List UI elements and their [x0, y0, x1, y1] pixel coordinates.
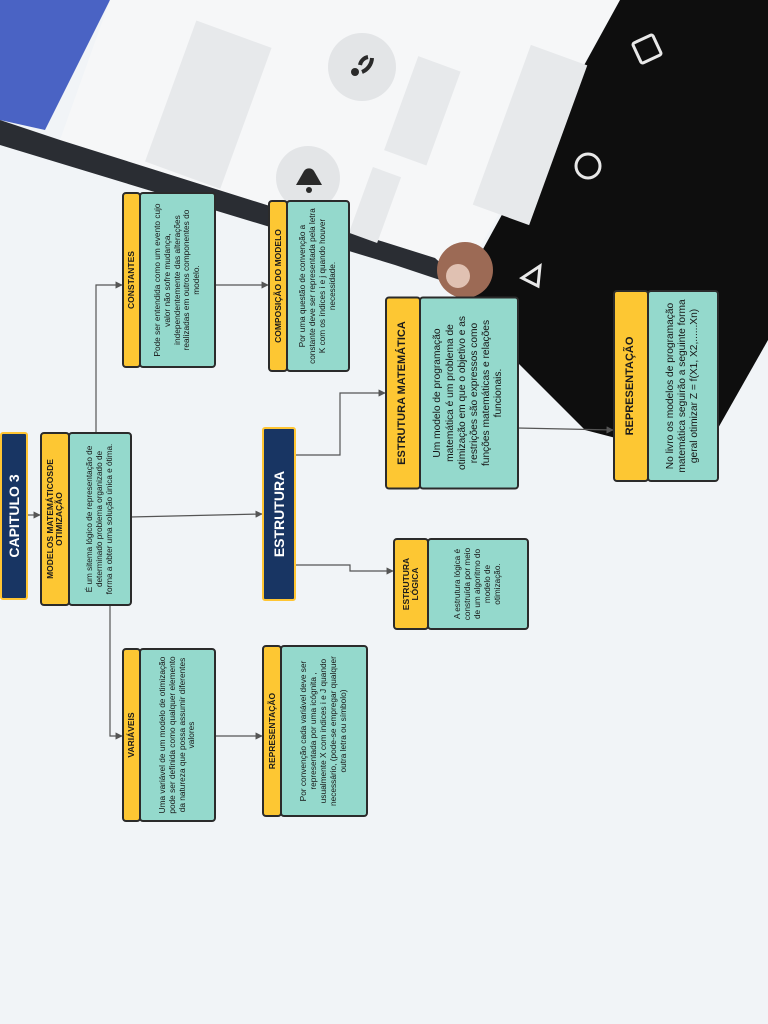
estrutura-matematica-text: Um modelo de programação matemática é um… — [419, 296, 519, 489]
triangle-nav-icon — [519, 262, 542, 289]
edge-models-constantes — [95, 281, 123, 432]
estrutura-logica-node: ESTRUTURA LÓGICA A estrutura lógica é co… — [393, 538, 529, 630]
chapter-title-box: CAPITULO 3 — [0, 432, 28, 600]
edge-matematica-representacao — [516, 426, 614, 434]
phone-blue-header — [0, 0, 110, 130]
edge-estrutura-logica — [295, 564, 394, 575]
estrutura-title: ESTRUTURA — [262, 427, 296, 601]
avatar — [437, 242, 493, 298]
screen-placeholder — [472, 44, 588, 226]
composicao-text: Por uma questão de convenção a constante… — [286, 200, 350, 372]
constantes-node: CONSTANTES Pode ser entendida como um ev… — [122, 192, 216, 368]
estrutura-logica-title: ESTRUTURA LÓGICA — [393, 538, 429, 630]
estrutura-box: ESTRUTURA — [262, 427, 296, 601]
representacao-var-node: REPRESENTAÇÃO Por convenção cada variáve… — [262, 645, 368, 817]
representacao-var-title: REPRESENTAÇÃO — [262, 645, 282, 817]
screen-placeholder — [348, 166, 402, 244]
composicao-title: COMPOSIÇÃO DO MODELO — [268, 200, 288, 372]
square-nav-icon — [631, 33, 663, 65]
representacao-geral-text: No livro os modelos de programação matem… — [647, 290, 719, 482]
edge-models-estrutura — [129, 510, 263, 518]
edge-models-variaveis — [109, 605, 123, 740]
representacao-geral-title: REPRESENTAÇÃO — [613, 290, 649, 482]
representacao-var-text: Por convenção cada variável deve ser rep… — [280, 645, 368, 817]
estrutura-logica-text: A estrutura lógica é construída por meio… — [427, 538, 529, 630]
bell-icon — [276, 146, 340, 210]
variaveis-node: VARIÁVEIS Uma variável de um modelo de o… — [122, 648, 216, 822]
chapter-title: CAPITULO 3 — [0, 432, 28, 600]
composicao-node: COMPOSIÇÃO DO MODELO Por uma questão de … — [268, 200, 350, 372]
constantes-text: Pode ser entendida como um evento cujo v… — [139, 192, 216, 368]
models-node: MODELOS MATEMÁTICOSDE OTIMIZAÇÃO É um si… — [40, 432, 132, 606]
estrutura-matematica-node: ESTRUTURA MATEMÁTICA Um modelo de progra… — [385, 296, 519, 489]
edge-estrutura-matematica — [295, 389, 386, 456]
models-text: É um sitema lógico de representação de d… — [68, 432, 132, 606]
circle-nav-icon — [574, 152, 602, 180]
wifi-icon — [328, 33, 396, 101]
screen-placeholder — [145, 20, 272, 189]
variaveis-text: Uma variável de um modelo de otimização … — [139, 648, 216, 822]
phone-edge — [0, 120, 470, 290]
screen-placeholder — [384, 56, 461, 166]
representacao-geral-node: REPRESENTAÇÃO No livro os modelos de pro… — [613, 290, 719, 482]
models-title: MODELOS MATEMÁTICOSDE OTIMIZAÇÃO — [40, 432, 70, 606]
estrutura-matematica-title: ESTRUTURA MATEMÁTICA — [385, 296, 421, 489]
